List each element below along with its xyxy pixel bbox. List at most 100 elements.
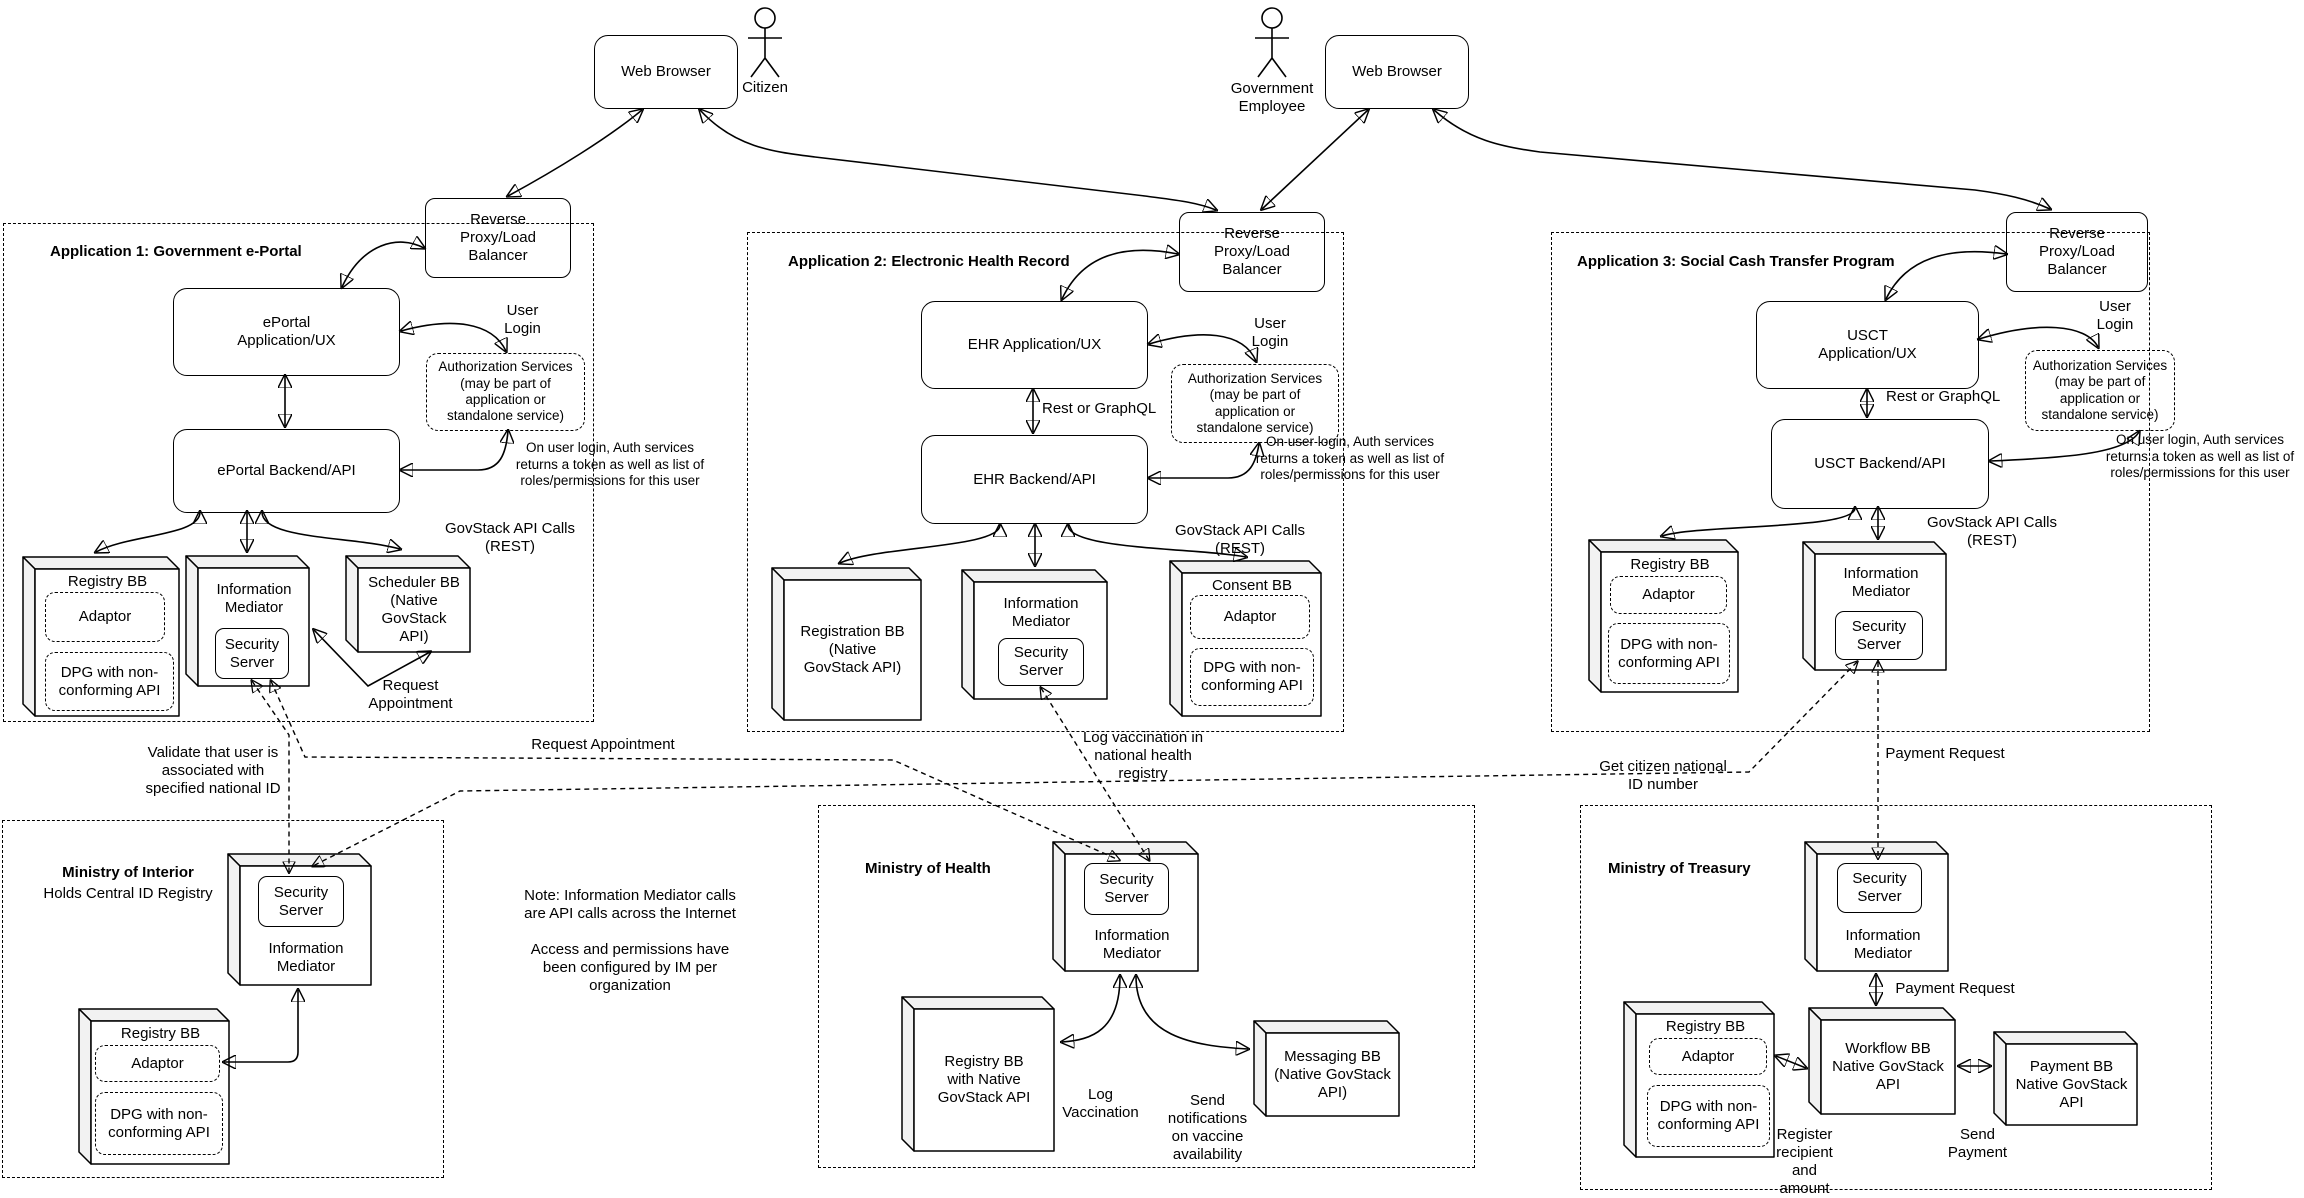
- app2-consent-bb-title: Consent BB: [1211, 577, 1293, 594]
- app2-govstack-api-calls-label: GovStack API Calls (REST): [1174, 522, 1306, 557]
- moh-information-mediator-cube: Security Server Information Mediator: [1052, 841, 1199, 972]
- app3-security-server-box: Security Server: [1835, 611, 1923, 660]
- moh-registry-bb-cube: Registry BB with Native GovStack API: [901, 996, 1055, 1152]
- cube-shape: [1253, 1020, 1400, 1117]
- moi-information-mediator-title: Information Mediator: [268, 940, 344, 975]
- app3-dpg-box: DPG with non- conforming API: [1608, 623, 1730, 684]
- moh-send-notifications-label: Send notifications on vaccine availabili…: [1167, 1092, 1248, 1163]
- mot-dpg-box: DPG with non- conforming API: [1647, 1085, 1770, 1147]
- cube-shape: [901, 996, 1055, 1152]
- cube-shape: [22, 556, 180, 717]
- citizen-actor-icon: [748, 7, 782, 78]
- cube-shape: [1993, 1031, 2138, 1126]
- ministry-treasury-container: [1580, 805, 2212, 1190]
- app3-information-mediator-title: Information Mediator: [1843, 565, 1919, 600]
- government-employee-actor-label: Government Employee: [1230, 80, 1314, 115]
- get-citizen-id-label: Get citizen national ID number: [1599, 758, 1727, 793]
- citizen-actor-label: Citizen: [742, 79, 788, 96]
- app2-adaptor-box: Adaptor: [1190, 595, 1310, 639]
- moh-messaging-bb-label: Messaging BB (Native GovStack API): [1274, 1047, 1391, 1101]
- ministry-interior-container: [2, 820, 444, 1178]
- app1-request-appointment-label: Request Appointment: [368, 677, 453, 712]
- moh-information-mediator-title: Information Mediator: [1094, 927, 1170, 962]
- app2-registration-bb-label: Registration BB (Native GovStack API): [800, 623, 905, 676]
- web-browser-citizen: Web Browser: [594, 35, 738, 109]
- app2-consent-bb-cube: Consent BB Adaptor DPG with non- conform…: [1169, 560, 1322, 717]
- mot-register-recipient-label: Register recipient and amount: [1776, 1126, 1833, 1197]
- moi-registry-bb-title: Registry BB: [120, 1025, 201, 1042]
- app3-adaptor-box: Adaptor: [1610, 576, 1727, 614]
- app2-on-user-login-note: On user login, Auth services returns a t…: [1255, 434, 1445, 483]
- app1-reverse-proxy: Reverse Proxy/Load Balancer: [425, 198, 571, 278]
- app3-rest-graphql-label: Rest or GraphQL: [1886, 388, 2001, 405]
- app1-scheduler-bb-label: Scheduler BB (Native GovStack API): [368, 574, 460, 645]
- app3-on-user-login-note: On user login, Auth services returns a t…: [2105, 432, 2295, 481]
- app1-information-mediator-cube: Information Mediator Security Server: [185, 555, 310, 687]
- app2-information-mediator-cube: Information Mediator Security Server: [961, 569, 1108, 700]
- app1-dpg-box: DPG with non- conforming API: [45, 652, 174, 711]
- app1-security-server-box: Security Server: [215, 628, 289, 679]
- moh-security-server-box: Security Server: [1084, 863, 1169, 915]
- app3-backend-box: USCT Backend/API: [1771, 419, 1989, 509]
- app1-ux-box: ePortal Application/UX: [173, 288, 400, 376]
- ministry-interior-subtitle: Holds Central ID Registry: [43, 885, 213, 902]
- app2-backend-box: EHR Backend/API: [921, 435, 1148, 524]
- mot-payment-bb-cube: Payment BB Native GovStack API: [1993, 1031, 2138, 1126]
- app1-backend-box: ePortal Backend/API: [173, 429, 400, 513]
- request-appointment-link-label: Request Appointment: [531, 736, 675, 753]
- mot-workflow-bb-label: Workflow BB Native GovStack API: [1832, 1040, 1944, 1093]
- government-employee-actor-icon: [1255, 7, 1289, 78]
- app3-user-login-label: User Login: [2096, 298, 2134, 333]
- app3-title: Application 3: Social Cash Transfer Prog…: [1577, 253, 1895, 270]
- app2-information-mediator-title: Information Mediator: [1003, 595, 1079, 630]
- app2-user-login-label: User Login: [1251, 315, 1289, 350]
- mot-information-mediator-title: Information Mediator: [1845, 927, 1921, 962]
- mot-adaptor-box: Adaptor: [1649, 1038, 1767, 1075]
- moi-adaptor-box: Adaptor: [95, 1045, 220, 1082]
- moi-dpg-box: DPG with non- conforming API: [95, 1092, 223, 1155]
- app2-log-vaccination-label: Log vaccination in national health regis…: [1082, 729, 1204, 782]
- ministry-interior-title: Ministry of Interior: [62, 864, 194, 881]
- edge-browser2-proxy3: [1434, 110, 2050, 209]
- app1-user-login-label: User Login: [504, 302, 541, 337]
- mot-workflow-bb-cube: Workflow BB Native GovStack API: [1808, 1007, 1956, 1115]
- cube-shape: [1588, 539, 1739, 693]
- app1-registry-bb-cube: Registry BB Adaptor DPG with non- confor…: [22, 556, 180, 717]
- app1-title: Application 1: Government e-Portal: [50, 243, 302, 260]
- web-browser-government: Web Browser: [1325, 35, 1469, 109]
- mot-registry-bb-cube: Registry BB Adaptor DPG with non- confor…: [1623, 1001, 1775, 1158]
- mot-registry-bb-title: Registry BB: [1665, 1018, 1746, 1035]
- app1-information-mediator-title: Information Mediator: [216, 581, 292, 616]
- app1-authorization-services-box: Authorization Services (may be part of a…: [426, 353, 585, 431]
- mot-send-payment-label: Send Payment: [1947, 1126, 2008, 1161]
- information-mediator-note: Note: Information Mediator calls are API…: [524, 887, 736, 994]
- app3-registry-bb-cube: Registry BB Adaptor DPG with non- confor…: [1588, 539, 1739, 693]
- app2-title: Application 2: Electronic Health Record: [788, 253, 1070, 270]
- app2-rest-graphql-label: Rest or GraphQL: [1042, 400, 1157, 417]
- validate-user-label: Validate that user is associated with sp…: [145, 744, 281, 797]
- app2-security-server-box: Security Server: [998, 638, 1084, 686]
- cube-shape: [1808, 1007, 1956, 1115]
- edge-browser2-proxy2: [1262, 110, 1368, 209]
- mot-payment-request-label: Payment Request: [1895, 980, 2015, 997]
- moh-messaging-bb-cube: Messaging BB (Native GovStack API): [1253, 1020, 1400, 1117]
- app1-adaptor-box: Adaptor: [45, 592, 165, 642]
- app3-registry-bb-title: Registry BB: [1630, 556, 1710, 573]
- edge-browser1-proxy2: [700, 110, 1216, 210]
- app1-registry-bb-title: Registry BB: [67, 573, 148, 590]
- app2-registration-bb-cube: Registration BB (Native GovStack API): [771, 567, 922, 721]
- app1-govstack-api-calls-label: GovStack API Calls (REST): [444, 520, 576, 555]
- moi-security-server-box: Security Server: [258, 876, 344, 927]
- moh-log-vaccination-label: Log Vaccination: [1062, 1086, 1139, 1121]
- moi-information-mediator-cube: Security Server Information Mediator: [227, 853, 372, 986]
- moh-registry-bb-label: Registry BB with Native GovStack API: [937, 1053, 1031, 1106]
- app1-on-user-login-note: On user login, Auth services returns a t…: [515, 440, 705, 489]
- app2-ux-box: EHR Application/UX: [921, 301, 1148, 389]
- mot-information-mediator-cube: Security Server Information Mediator: [1804, 841, 1949, 972]
- app3-authorization-services-box: Authorization Services (may be part of a…: [2025, 350, 2175, 431]
- ministry-treasury-title: Ministry of Treasury: [1608, 860, 1751, 877]
- app3-information-mediator-cube: Information Mediator Security Server: [1802, 541, 1947, 671]
- ministry-health-title: Ministry of Health: [865, 860, 991, 877]
- app2-dpg-box: DPG with non- conforming API: [1190, 648, 1314, 706]
